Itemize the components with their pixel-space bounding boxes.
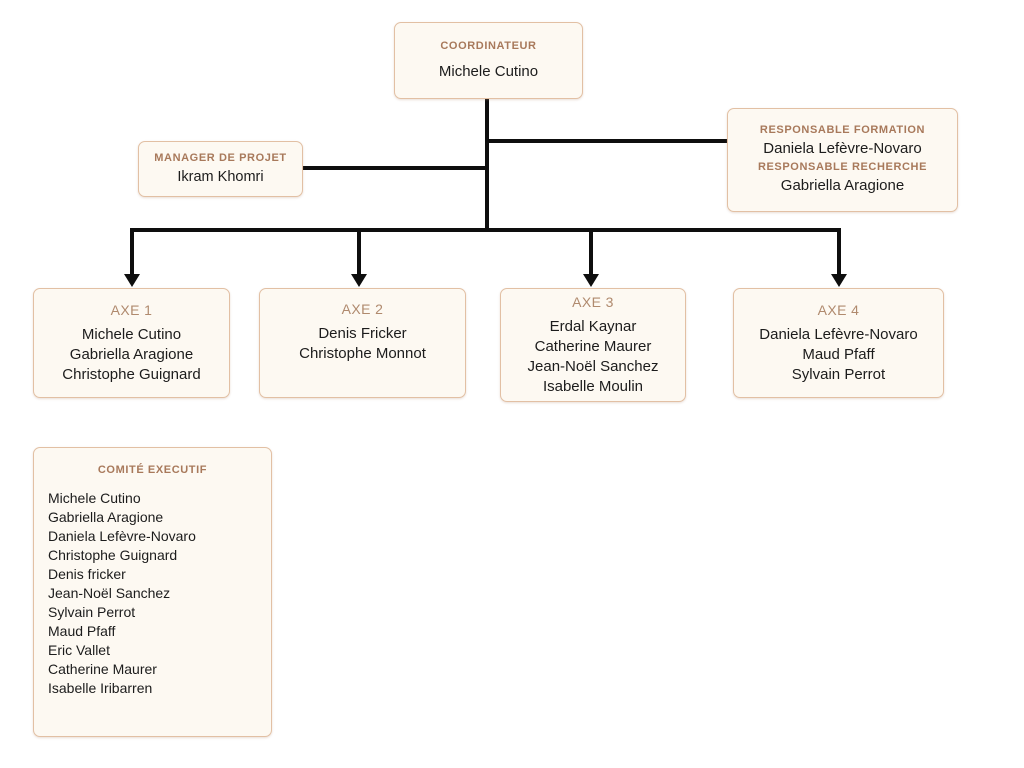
connector-trunk-vertical: [485, 99, 489, 232]
connector-drop-axe3: [589, 232, 593, 275]
axe4-box: AXE 4 Daniela Lefèvre-Novaro Maud Pfaff …: [733, 288, 944, 398]
axe2-members: Denis Fricker Christophe Monnot: [299, 324, 426, 364]
coordinator-box: COORDINATEUR Michele Cutino: [394, 22, 583, 99]
comite-member: Denis fricker: [48, 566, 126, 582]
axe3-member: Catherine Maurer: [534, 337, 652, 355]
comite-member: Jean-Noël Sanchez: [48, 585, 171, 601]
axe4-title: AXE 4: [817, 301, 860, 318]
axe1-member: Michele Cutino: [81, 325, 182, 343]
comite-member: Michele Cutino: [48, 490, 141, 506]
arrow-down-icon-axe2: [351, 274, 367, 287]
arrow-down-icon-axe4: [831, 274, 847, 287]
axe2-member: Denis Fricker: [318, 324, 407, 342]
connector-drop-axe1: [130, 232, 134, 275]
responsable-formation-name: Daniela Lefèvre-Novaro: [763, 140, 922, 157]
responsable-formation-title: RESPONSABLE FORMATION: [759, 124, 926, 136]
connector-manager-horizontal: [303, 166, 489, 170]
comite-member: Christophe Guignard: [48, 547, 178, 563]
arrow-down-icon-axe1: [124, 274, 140, 287]
axe1-member: Christophe Guignard: [62, 365, 201, 383]
axe3-member: Jean-Noël Sanchez: [527, 357, 659, 375]
axe4-member: Sylvain Perrot: [791, 365, 886, 383]
comite-member: Gabriella Aragione: [48, 509, 164, 525]
axe3-members: Erdal Kaynar Catherine Maurer Jean-Noël …: [528, 317, 659, 397]
axe3-box: AXE 3 Erdal Kaynar Catherine Maurer Jean…: [500, 288, 686, 402]
arrow-down-icon-axe3: [583, 274, 599, 287]
connector-drop-axe2: [357, 232, 361, 275]
axe1-members: Michele Cutino Gabriella Aragione Christ…: [62, 325, 200, 385]
responsable-recherche-title: RESPONSABLE RECHERCHE: [757, 161, 928, 173]
axe1-box: AXE 1 Michele Cutino Gabriella Aragione …: [33, 288, 230, 398]
responsable-box: RESPONSABLE FORMATION Daniela Lefèvre-No…: [727, 108, 958, 212]
connector-drop-axe4: [837, 232, 841, 275]
comite-member: Daniela Lefèvre-Novaro: [48, 528, 196, 544]
comite-member: Eric Vallet: [48, 642, 110, 658]
comite-member: Sylvain Perrot: [48, 604, 136, 620]
coordinator-name: Michele Cutino: [438, 62, 539, 80]
axe4-member: Maud Pfaff: [802, 345, 875, 363]
axe1-title: AXE 1: [110, 301, 153, 318]
comite-executif-box: COMITÉ EXECUTIF Michele Cutino Gabriella…: [33, 447, 272, 737]
manager-name: Ikram Khomri: [177, 168, 264, 185]
comite-member: Maud Pfaff: [48, 623, 116, 639]
axe1-member: Gabriella Aragione: [69, 345, 194, 363]
comite-member: Catherine Maurer: [48, 661, 157, 677]
axe2-title: AXE 2: [341, 300, 384, 317]
comite-member: Isabelle Iribarren: [48, 680, 153, 696]
axe2-member: Christophe Monnot: [299, 344, 426, 362]
axe3-title: AXE 3: [572, 293, 614, 310]
comite-title: COMITÉ EXECUTIF: [97, 464, 208, 476]
coordinator-title: COORDINATEUR: [440, 39, 537, 52]
axe3-member: Isabelle Moulin: [542, 377, 644, 395]
manager-title: MANAGER DE PROJET: [154, 151, 287, 164]
axe4-members: Daniela Lefèvre-Novaro Maud Pfaff Sylvai…: [759, 325, 917, 385]
axe2-box: AXE 2 Denis Fricker Christophe Monnot: [259, 288, 466, 398]
axe4-member: Daniela Lefèvre-Novaro: [759, 325, 918, 343]
connector-distribution-horizontal: [130, 228, 841, 232]
connector-responsable-horizontal: [487, 139, 727, 143]
comite-members: Michele Cutino Gabriella Aragione Daniel…: [48, 489, 257, 698]
manager-box: MANAGER DE PROJET Ikram Khomri: [138, 141, 303, 197]
axe3-member: Erdal Kaynar: [549, 317, 637, 335]
responsable-recherche-name: Gabriella Aragione: [780, 177, 905, 194]
